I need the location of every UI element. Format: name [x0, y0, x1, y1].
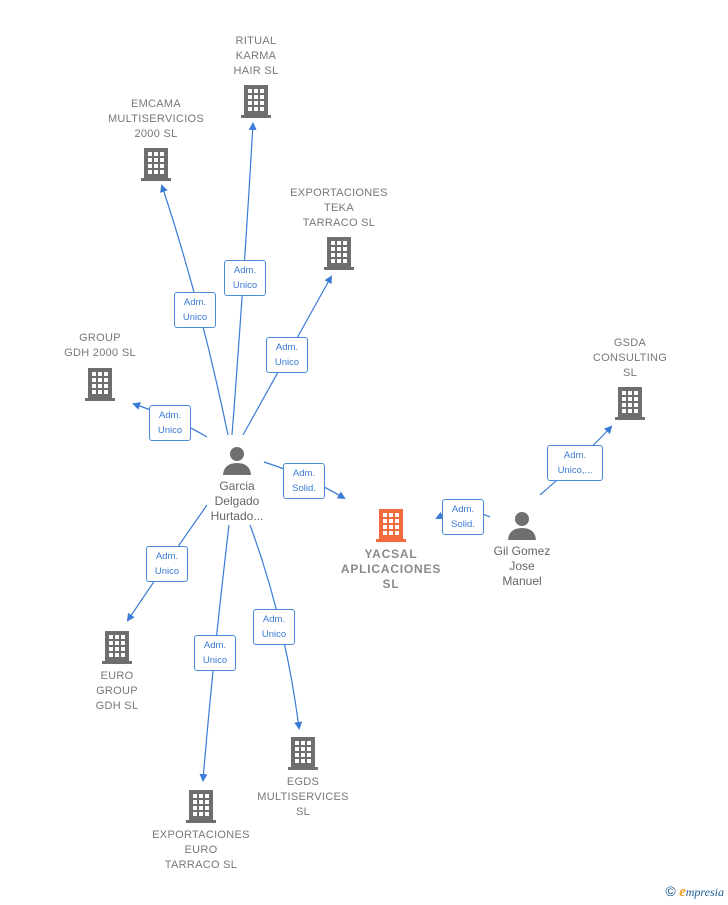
edge-label-line: Adm. — [203, 640, 227, 651]
edge-label-line: Unico — [157, 425, 183, 436]
node-exportaciones-euro[interactable]: EXPORTACIONES EURO TARRACO SL — [126, 788, 276, 873]
node-label: SL — [382, 577, 400, 591]
node-emcama[interactable]: EMCAMA MULTISERVICIOS 2000 SL — [81, 97, 231, 182]
node-label: Manuel — [502, 574, 542, 588]
node-label: RITUAL — [235, 35, 277, 47]
node-label: GROUP — [79, 332, 121, 344]
node-label: EURO — [100, 670, 134, 682]
edge-label-line: Unico — [202, 655, 228, 666]
node-label: SL — [295, 806, 311, 818]
edge-label-line: Solid. — [451, 519, 475, 530]
node-label: GSDA — [613, 337, 647, 349]
node-label: EXPORTACIONES — [152, 829, 250, 841]
edge-label-yacsal-garcia[interactable]: Adm. Solid. — [283, 463, 325, 499]
building-icon — [241, 85, 271, 118]
node-label: SL — [622, 367, 638, 379]
edge-label-line: Adm. — [183, 297, 207, 308]
edge-label-group[interactable]: Adm. Unico — [149, 405, 191, 441]
brand-name: mpresia — [685, 885, 724, 899]
node-label: Garcia — [219, 479, 255, 493]
edge-label-yacsal-gil[interactable]: Adm. Solid. — [442, 499, 484, 535]
node-ritual-karma[interactable]: RITUAL KARMA HAIR SL — [181, 34, 331, 119]
edge-label-line: Adm. — [292, 468, 316, 479]
edge-label-line: Adm. — [262, 614, 286, 625]
edge-label-line: Adm. — [451, 504, 475, 515]
node-label: EXPORTACIONES — [290, 187, 388, 199]
node-label: MULTISERVICIOS — [107, 113, 205, 125]
edge-label-line: Unico,... — [557, 465, 593, 476]
person-icon — [508, 512, 536, 540]
building-icon — [324, 237, 354, 270]
edge-label-line: Adm. — [158, 410, 182, 421]
edge-label-gsda[interactable]: Adm. Unico,... — [547, 445, 603, 481]
edge-label-line: Unico — [274, 357, 300, 368]
edge-label-line: Unico — [232, 280, 258, 291]
node-label: Jose — [509, 559, 535, 573]
building-icon — [85, 368, 115, 401]
node-gil-gomez[interactable]: Gil Gomez Jose Manuel — [447, 509, 597, 589]
node-exportaciones-teka[interactable]: EXPORTACIONES TEKA TARRACO SL — [264, 186, 414, 271]
node-label: KARMA — [235, 50, 277, 62]
node-label: APLICACIONES — [340, 562, 442, 576]
node-euro-group[interactable]: EURO GROUP GDH SL — [42, 629, 192, 714]
node-label: MULTISERVICES — [257, 791, 349, 803]
building-icon — [376, 509, 406, 542]
footer-brand[interactable]: © empresia — [665, 883, 724, 901]
node-label: Gil Gomez — [493, 544, 551, 558]
edge-label-egds[interactable]: Adm. Unico — [253, 609, 295, 645]
edge-label-line: Adm. — [275, 342, 299, 353]
copyright-icon: © — [665, 883, 676, 899]
edge-label-line: Adm. — [155, 551, 179, 562]
person-icon — [223, 447, 251, 475]
node-gsda[interactable]: GSDA CONSULTING SL — [555, 336, 705, 421]
node-group-gdh[interactable]: GROUP GDH 2000 SL — [25, 331, 175, 402]
node-label: TARRACO SL — [164, 859, 238, 871]
node-label: 2000 SL — [134, 128, 178, 140]
node-label: GDH SL — [95, 700, 139, 712]
edge-label-export-euro[interactable]: Adm. Unico — [194, 635, 236, 671]
node-label: CONSULTING — [592, 352, 668, 364]
node-label: Delgado — [214, 494, 260, 508]
building-icon — [102, 631, 132, 664]
edge-label-line: Unico — [154, 566, 180, 577]
node-label: EMCAMA — [130, 98, 182, 110]
node-yacsal[interactable]: YACSAL APLICACIONES SL — [316, 507, 466, 592]
edge-label-line: Adm. — [563, 450, 587, 461]
building-icon — [186, 790, 216, 823]
node-label: HAIR SL — [233, 65, 279, 77]
building-icon — [288, 737, 318, 770]
brand-initial: e — [679, 884, 686, 900]
edge-label-line: Unico — [182, 312, 208, 323]
node-label: EGDS — [286, 776, 320, 788]
building-icon — [141, 148, 171, 181]
node-label: EURO — [184, 844, 218, 856]
building-icon — [615, 387, 645, 420]
edge-label-line: Solid. — [292, 483, 316, 494]
node-label: TEKA — [324, 202, 354, 214]
edge-label-ritual[interactable]: Adm. Unico — [224, 260, 266, 296]
node-garcia[interactable]: Garcia Delgado Hurtado... — [162, 444, 312, 524]
node-label: GDH 2000 SL — [64, 347, 136, 359]
node-label: TARRACO SL — [302, 217, 376, 229]
node-label: Hurtado... — [210, 509, 264, 523]
node-label: YACSAL — [364, 547, 418, 561]
edge-label-euro-group[interactable]: Adm. Unico — [146, 546, 188, 582]
edge-label-line: Unico — [261, 629, 287, 640]
node-egds[interactable]: EGDS MULTISERVICES SL — [228, 735, 378, 820]
edge-label-teka[interactable]: Adm. Unico — [266, 337, 308, 373]
edge-label-line: Adm. — [233, 265, 257, 276]
node-label: GROUP — [96, 685, 138, 697]
edge-label-emcama[interactable]: Adm. Unico — [174, 292, 216, 328]
